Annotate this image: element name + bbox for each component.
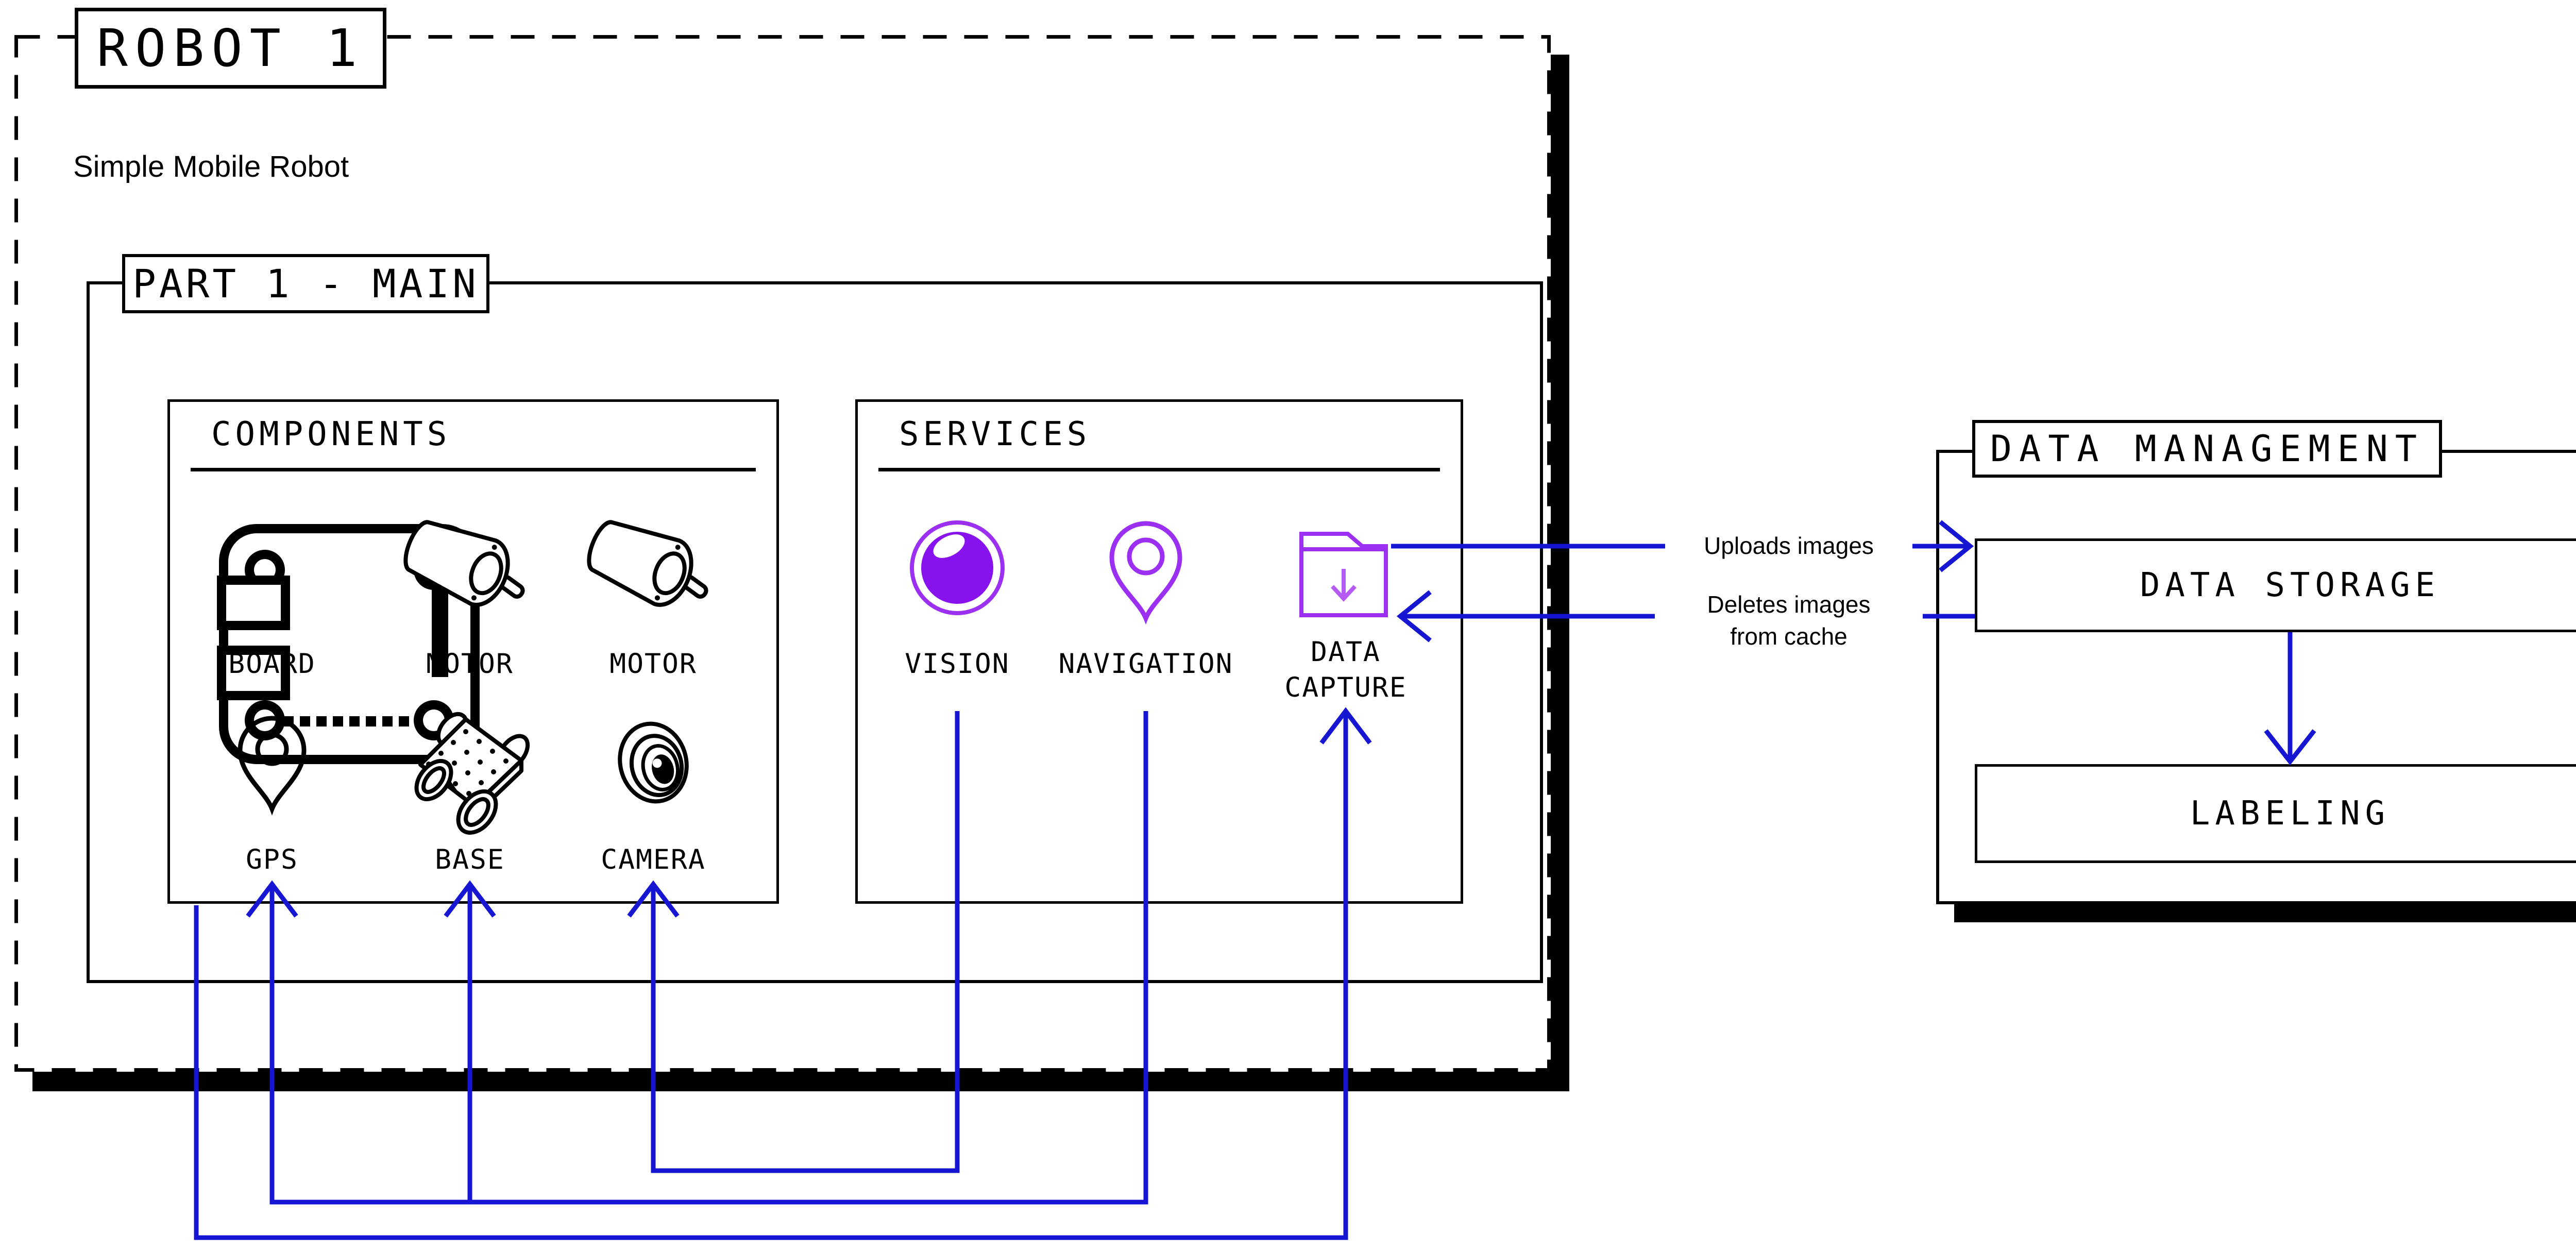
- item-label-base: BASE: [435, 844, 505, 875]
- rover-base-icon: [414, 712, 530, 835]
- item-label-camera: CAMERA: [601, 844, 706, 875]
- services-title-rule: [878, 468, 1440, 471]
- motor-icon: [587, 520, 708, 607]
- item-label-motor2: MOTOR: [609, 648, 697, 680]
- vision-to-camera-line: [651, 711, 960, 1173]
- camera-lens-icon: [618, 721, 689, 804]
- robot-subtitle: Simple Mobile Robot: [73, 150, 349, 183]
- components-title-rule: [191, 468, 756, 471]
- map-pin-icon: [1109, 521, 1182, 625]
- uploads-label: Uploads images: [1665, 521, 1912, 570]
- eye-icon: [910, 520, 1005, 615]
- item-label-vision: VISION: [905, 648, 1010, 680]
- camera-arrowhead: [627, 880, 680, 918]
- part1-title: PART 1 - MAIN: [132, 261, 479, 307]
- deletes-label: Deletes images from cache: [1655, 577, 1923, 664]
- item-label-motor1: MOTOR: [426, 648, 514, 680]
- gps-arrowhead: [246, 880, 298, 918]
- deletes-label-line1: Deletes images: [1707, 590, 1871, 618]
- base-arrowhead: [444, 880, 496, 918]
- folder-download-icon: [1299, 532, 1388, 617]
- storage-to-labeling-arrowhead: [2264, 729, 2316, 766]
- components-title: COMPONENTS: [211, 415, 451, 453]
- navigation-to-gps-line: [269, 711, 1148, 1205]
- deletes-label-line2: from cache: [1730, 623, 1848, 650]
- datacapture-arrowhead: [1319, 707, 1372, 745]
- data-storage-label: DATA STORAGE: [2140, 566, 2441, 604]
- labeling-label: LABELING: [2190, 795, 2391, 833]
- map-pin-icon: [238, 716, 307, 816]
- uploads-arrowhead: [1939, 520, 1974, 572]
- item-label-navigation: NAVIGATION: [1058, 648, 1233, 680]
- labeling-box: LABELING: [1975, 764, 2576, 863]
- data-storage-box: DATA STORAGE: [1975, 538, 2576, 632]
- data-management-title-box: DATA MANAGEMENT: [1972, 420, 2442, 478]
- motor-icon: [403, 520, 525, 607]
- item-label-data-capture: DATA CAPTURE: [1284, 636, 1407, 703]
- item-label-gps: GPS: [246, 844, 298, 875]
- deletes-arrowhead: [1396, 590, 1432, 643]
- data-management-title: DATA MANAGEMENT: [1990, 428, 2425, 470]
- item-label-board: BOARD: [228, 648, 316, 680]
- robot-title-box: ROBOT 1: [75, 8, 386, 89]
- services-title: SERVICES: [899, 415, 1091, 453]
- part1-title-box: PART 1 - MAIN: [122, 254, 489, 313]
- components-to-datacapture-line: [194, 713, 1348, 1240]
- robot-title: ROBOT 1: [96, 18, 365, 78]
